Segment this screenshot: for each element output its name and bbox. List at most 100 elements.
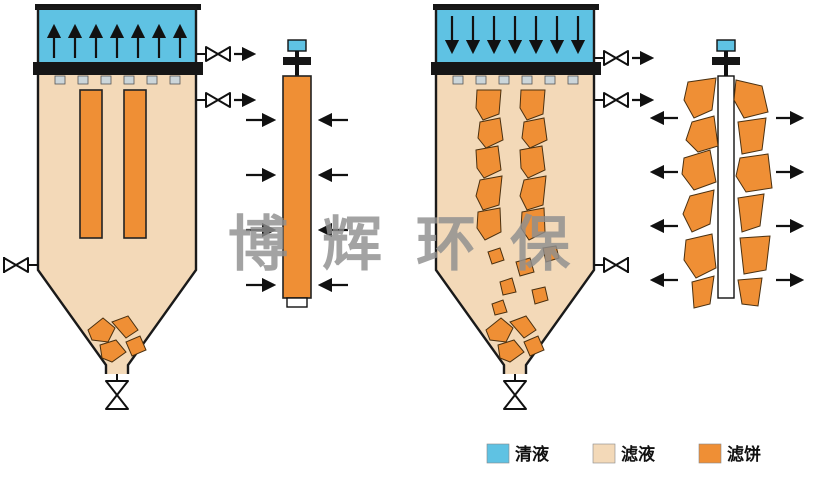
candle-nozzles — [54, 75, 181, 85]
nozzle — [544, 75, 556, 85]
candle-detail-filtering — [246, 39, 348, 308]
candle-core — [717, 75, 735, 299]
legend-item-filter-cake: 滤饼 — [698, 443, 761, 465]
legend-label: 滤液 — [621, 444, 655, 465]
inlet-valve-top — [594, 50, 655, 66]
cake-chunk — [491, 299, 508, 316]
nozzle — [567, 75, 579, 85]
legend-swatch-clear-liquid — [486, 443, 510, 464]
filter-element-caked — [519, 89, 548, 241]
cake-chunk — [691, 275, 715, 309]
nozzle — [100, 75, 112, 85]
cake-chunk — [125, 335, 147, 357]
nozzle — [498, 75, 510, 85]
cake-chunk — [683, 77, 717, 119]
candle-nut — [283, 57, 311, 65]
side-valve-right — [594, 257, 629, 273]
cake-chunk — [519, 145, 546, 179]
valve-icon — [15, 257, 29, 273]
legend-swatch-filtrate — [592, 443, 616, 464]
cake-chunk — [515, 257, 535, 277]
flow-arrows-down — [444, 16, 586, 55]
watermark-text: 博辉环保 — [228, 210, 604, 280]
outflow-arrows — [649, 110, 805, 288]
bottom-discharge-valve — [105, 374, 129, 410]
cake-chunk — [737, 277, 763, 307]
cake-chunk — [87, 317, 116, 343]
valve-icon — [205, 46, 219, 62]
candle-bottom-cap — [286, 297, 308, 308]
filter-element — [123, 89, 147, 239]
cake-chunk — [99, 339, 127, 363]
candle-detail-cake-discharge — [649, 39, 805, 309]
nozzle — [146, 75, 158, 85]
outlet-valve-top — [196, 46, 257, 62]
inlet-valve-second — [594, 92, 655, 108]
legend-label: 清液 — [515, 444, 549, 465]
flow-arrows-up — [46, 23, 188, 58]
cake-chunk — [520, 207, 546, 241]
nozzle — [475, 75, 487, 85]
valve-icon — [503, 380, 527, 396]
cake-chunk — [499, 277, 517, 296]
cake-chunk — [475, 145, 502, 179]
cake-chunk — [475, 175, 503, 211]
feed-valve-left — [3, 257, 38, 273]
cake-chunk — [683, 233, 717, 279]
valve-icon — [603, 50, 617, 66]
cake-chunk — [682, 189, 715, 233]
nozzle — [77, 75, 89, 85]
cake-chunk — [111, 315, 139, 339]
cake-in-cone — [87, 315, 147, 363]
nozzle — [521, 75, 533, 85]
valve-icon — [615, 50, 629, 66]
tube-sheet-plate — [431, 62, 601, 75]
cake-chunk — [519, 89, 546, 121]
cake-chunk — [681, 149, 717, 191]
tank-outline — [36, 6, 198, 374]
legend-label: 滤饼 — [727, 444, 761, 465]
legend-item-filtrate: 滤液 — [592, 443, 655, 465]
cake-chunk — [523, 335, 545, 357]
cake-chunk — [685, 115, 719, 153]
legend-swatch-filter-cake — [698, 443, 722, 464]
valve-icon — [205, 92, 219, 108]
tank-backflush — [431, 4, 601, 374]
filtrate-zone — [436, 74, 594, 374]
valve-icon — [105, 394, 129, 410]
filter-element — [79, 89, 103, 239]
nozzle — [452, 75, 464, 85]
candle-nozzles — [452, 75, 579, 85]
cake-chunk — [477, 117, 504, 149]
nozzle — [54, 75, 66, 85]
nozzle — [169, 75, 181, 85]
cake-chunk — [475, 89, 502, 121]
filtrate-zone — [38, 74, 196, 374]
cake-chunk — [519, 175, 547, 211]
candle-body — [282, 75, 312, 299]
cake-chunk — [737, 117, 767, 155]
valve-icon — [615, 92, 629, 108]
cake-chunk — [733, 79, 769, 119]
cake-chunk — [497, 339, 525, 363]
tank-outline — [434, 6, 596, 374]
cake-chunk — [735, 153, 773, 193]
candle-nut — [712, 57, 740, 65]
candle-cap-icon — [287, 39, 307, 52]
cake-chunk — [737, 193, 765, 233]
cake-in-cone — [485, 315, 545, 363]
legend-item-clear-liquid: 清液 — [486, 443, 549, 465]
cake-chunk — [476, 207, 502, 241]
cake-chunk — [739, 235, 771, 275]
cake-chunk — [542, 245, 560, 263]
filter-element-caked — [475, 89, 504, 241]
outlet-valve-second — [196, 92, 257, 108]
tank-filtration — [33, 4, 203, 374]
cake-chunk — [509, 315, 537, 339]
candle-cap-icon — [716, 39, 736, 52]
valve-icon — [503, 394, 527, 410]
legend: 清液 滤液 滤饼 — [486, 443, 761, 465]
cake-chunk — [487, 247, 505, 265]
valve-icon — [603, 257, 617, 273]
